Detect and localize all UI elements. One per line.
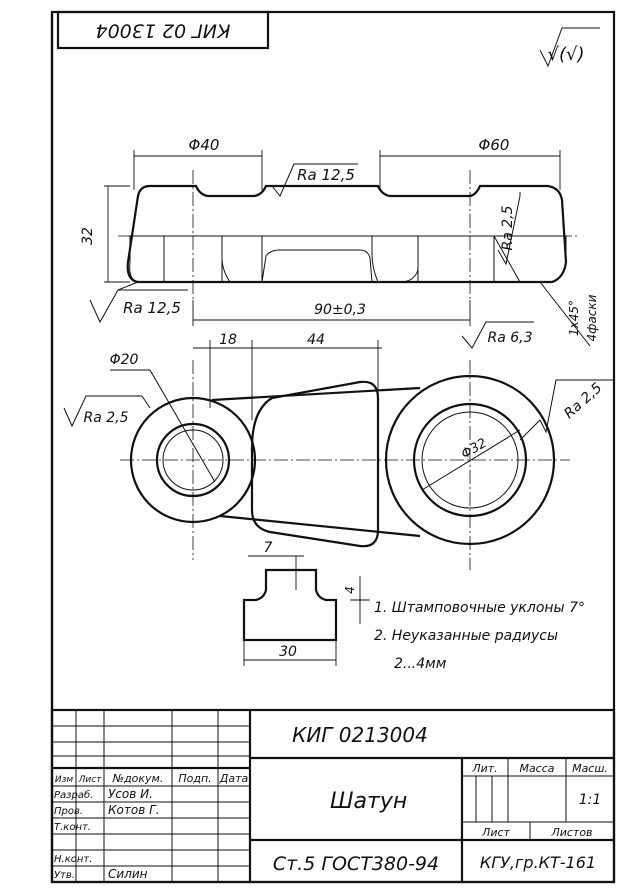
svg-text:Дата: Дата — [219, 772, 249, 785]
top-view — [120, 360, 570, 590]
svg-text:Ra 12,5: Ra 12,5 — [123, 299, 181, 317]
svg-text:Листов: Листов — [550, 826, 592, 839]
svg-text:Пров.: Пров. — [54, 806, 83, 817]
svg-text:44: 44 — [307, 332, 325, 348]
svg-text:4фаски: 4фаски — [585, 294, 599, 341]
cross-section: 7 30 4 — [242, 540, 370, 666]
svg-text:Лит.: Лит. — [471, 762, 497, 775]
technical-notes: 1. Штамповочные уклоны 7° 2. Неуказанные… — [374, 600, 585, 672]
front-view — [118, 170, 580, 300]
svg-text:18: 18 — [219, 332, 237, 348]
svg-text:Ra 2,5: Ra 2,5 — [83, 410, 128, 426]
svg-text:32: 32 — [80, 227, 96, 245]
svg-text:Т.конт.: Т.конт. — [54, 822, 91, 833]
svg-text:90±0,3: 90±0,3 — [314, 302, 366, 318]
svg-text:№докум.: №докум. — [112, 772, 164, 785]
svg-text:1х45°: 1х45° — [567, 300, 581, 336]
svg-text:Масса: Масса — [519, 762, 554, 775]
svg-text:Ra 6,3: Ra 6,3 — [487, 330, 532, 346]
svg-text:√(√): √(√) — [548, 44, 585, 65]
svg-text:Лист: Лист — [78, 775, 103, 785]
svg-text:Котов Г.: Котов Г. — [108, 803, 160, 817]
organization: КГУ,гр.КТ-161 — [480, 853, 596, 872]
svg-text:Разраб.: Разраб. — [54, 789, 93, 801]
svg-text:Силин: Силин — [108, 867, 148, 881]
svg-text:Подп.: Подп. — [178, 772, 211, 785]
svg-text:7: 7 — [264, 540, 273, 556]
rotated-stamp-text: КИГ 02 13004 — [96, 20, 231, 42]
svg-text:1. Штамповочные уклоны 7°: 1. Штамповочные уклоны 7° — [374, 600, 585, 616]
svg-text:30: 30 — [279, 644, 297, 660]
top-view-dimensions: 18 44 Φ20 Ra 2,5 Ra 2,5 Φ32 — [63, 332, 614, 491]
svg-text:Усов И.: Усов И. — [108, 787, 153, 801]
svg-text:2...4мм: 2...4мм — [394, 656, 447, 672]
rotated-stamp-box: КИГ 02 13004 — [56, 10, 270, 50]
svg-text:Φ40: Φ40 — [189, 136, 220, 154]
svg-text:Φ60: Φ60 — [479, 136, 510, 154]
doc-code: КИГ 0213004 — [292, 723, 428, 747]
svg-text:Ra 2,5: Ra 2,5 — [561, 380, 605, 422]
scale-value: 1:1 — [579, 792, 602, 808]
svg-text:Масш.: Масш. — [572, 762, 608, 775]
front-view-dimensions: Φ40 Φ60 Ra 12,5 32 Ra 2,5 Ra 12,5 90±0,3… — [80, 136, 599, 349]
svg-text:Лист: Лист — [481, 826, 510, 839]
material: Ст.5 ГОСТ380-94 — [273, 853, 439, 875]
svg-text:Утв.: Утв. — [54, 870, 75, 881]
general-roughness-symbol: √(√) — [539, 27, 600, 68]
svg-text:Ra 12,5: Ra 12,5 — [297, 166, 355, 184]
svg-text:2. Неуказанные радиусы: 2. Неуказанные радиусы — [374, 628, 558, 644]
svg-text:4: 4 — [343, 586, 357, 594]
svg-text:Изм: Изм — [55, 775, 74, 785]
part-name: Шатун — [330, 789, 407, 814]
svg-text:Φ20: Φ20 — [110, 352, 139, 368]
svg-text:Н.конт.: Н.конт. — [54, 854, 92, 865]
svg-text:Ra 2,5: Ra 2,5 — [500, 205, 516, 250]
title-block: КИГ 0213004 Шатун Ст.5 ГОСТ380-94 КГУ,гр… — [50, 708, 616, 884]
drawing-frame — [50, 10, 616, 884]
